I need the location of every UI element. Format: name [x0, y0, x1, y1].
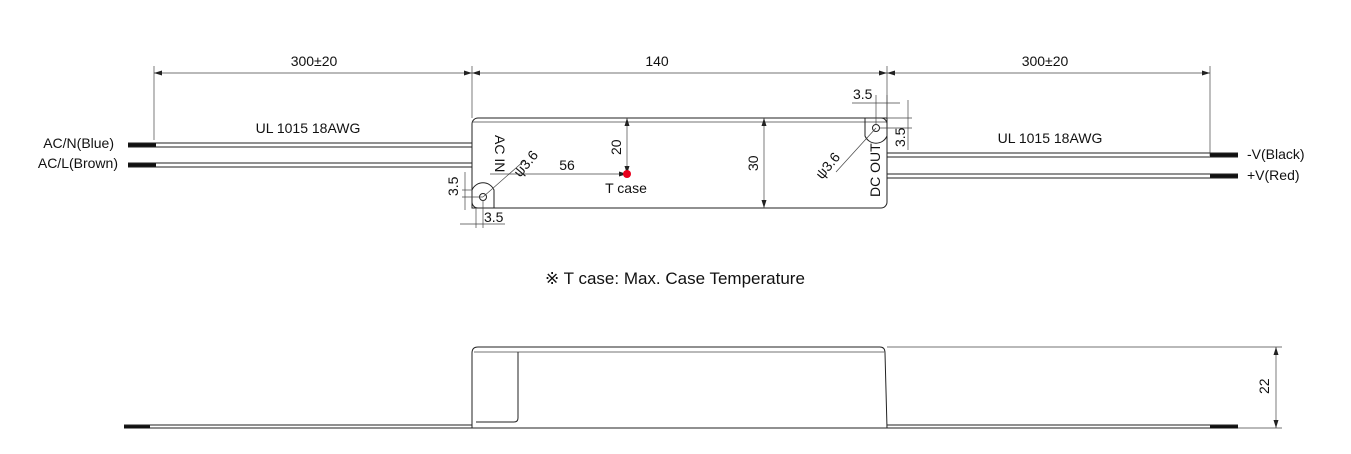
label-dc-out: DC OUT: [867, 143, 883, 197]
top-view: 300±20 140 300±20 AC/N(Blue) AC/L(Brown)…: [38, 53, 1305, 228]
label-v-pos: +V(Red): [1247, 167, 1300, 183]
dim-hole-offset-d: 3.5: [484, 209, 504, 225]
housing-side-outline: [471, 346, 888, 429]
dim-right-cable: 300±20: [1022, 53, 1069, 69]
arrow: [887, 70, 895, 76]
mounting-lug-left: [471, 182, 495, 209]
label-cable-right: UL 1015 18AWG: [998, 130, 1103, 146]
leader-hole-right: [835, 127, 877, 173]
dim-tcase-from-edge: 56: [559, 157, 575, 173]
label-cable-left: UL 1015 18AWG: [256, 120, 361, 136]
dim-hole-dia-left: ψ3.6: [510, 147, 541, 180]
dim-hole-offset-c: 3.5: [445, 176, 461, 196]
dim-left-cable: 300±20: [291, 53, 338, 69]
leader-hole-left: [482, 159, 526, 198]
housing-top-outline: [471, 117, 888, 209]
dim-side-height: 22: [1256, 378, 1272, 394]
arrow: [761, 200, 767, 208]
side-view: 22: [124, 346, 1282, 429]
dim-tcase-from-top: 20: [608, 139, 624, 155]
dim-body-length: 140: [645, 53, 669, 69]
arrow: [624, 118, 630, 126]
arrow: [761, 118, 767, 126]
label-v-neg: -V(Black): [1247, 146, 1305, 162]
mounting-lug-right: [864, 117, 888, 144]
label-ac-n: AC/N(Blue): [43, 135, 114, 151]
label-tcase: T case: [605, 180, 647, 196]
arrow: [154, 70, 162, 76]
label-ac-in: AC IN: [492, 135, 508, 172]
arrow: [1273, 420, 1279, 428]
label-ac-l: AC/L(Brown): [38, 155, 118, 171]
note-tcase: ※ T case: Max. Case Temperature: [545, 269, 805, 288]
arrow: [472, 70, 480, 76]
housing-side-endcap: [476, 352, 519, 423]
dim-body-width: 30: [745, 155, 761, 171]
dim-hole-dia-right: ψ3.6: [812, 149, 843, 182]
arrow: [1273, 347, 1279, 355]
tcase-point-marker: [623, 170, 631, 178]
dim-hole-offset-b: 3.5: [892, 127, 908, 147]
dim-hole-offset-a: 3.5: [853, 86, 873, 102]
arrow: [879, 70, 887, 76]
arrow: [464, 70, 472, 76]
arrow: [1202, 70, 1210, 76]
